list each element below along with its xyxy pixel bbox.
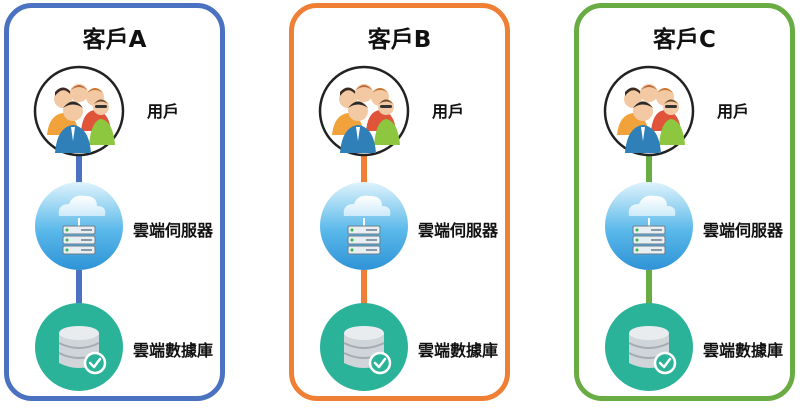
panel-title: 客戶C <box>653 27 716 53</box>
users-group-icon <box>33 65 125 157</box>
database-check-icon <box>33 301 125 393</box>
connector-line <box>646 270 652 310</box>
cloud-server-icon <box>33 180 125 272</box>
database-label: 雲端數據庫 <box>703 341 784 360</box>
users-label: 用戶 <box>147 102 180 121</box>
users-group-icon <box>603 65 695 157</box>
database-label: 雲端數據庫 <box>418 341 499 360</box>
connector-line <box>76 270 82 310</box>
connector-line <box>76 148 82 188</box>
database-check-icon <box>318 301 410 393</box>
customer-panel-c: 客戶C 用戶 <box>574 3 795 401</box>
database-label: 雲端數據庫 <box>133 341 214 360</box>
customer-panel-a: 客戶A 用戶 <box>4 3 225 401</box>
connector-line <box>646 148 652 188</box>
cloud-server-icon <box>318 180 410 272</box>
cloud-server-icon <box>603 180 695 272</box>
users-label: 用戶 <box>432 102 465 121</box>
server-label: 雲端伺服器 <box>703 221 784 240</box>
customer-panel-b: 客戶B 用戶 <box>289 3 510 401</box>
database-check-icon <box>603 301 695 393</box>
connector-line <box>361 270 367 310</box>
connector-line <box>361 148 367 188</box>
server-label: 雲端伺服器 <box>133 221 214 240</box>
users-group-icon <box>318 65 410 157</box>
users-label: 用戶 <box>717 102 750 121</box>
panel-title: 客戶A <box>82 27 147 53</box>
server-label: 雲端伺服器 <box>418 221 499 240</box>
panel-title: 客戶B <box>367 27 432 53</box>
